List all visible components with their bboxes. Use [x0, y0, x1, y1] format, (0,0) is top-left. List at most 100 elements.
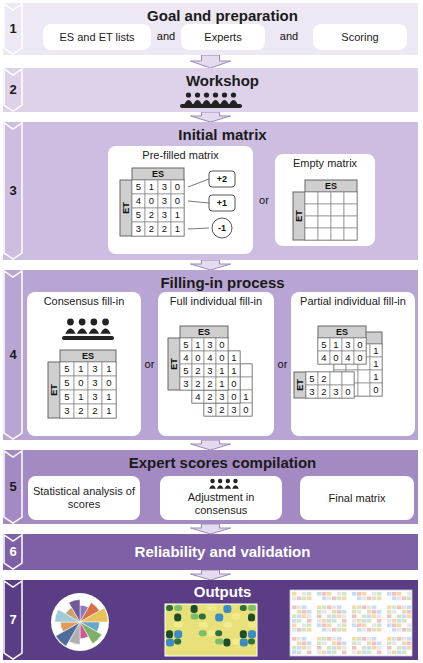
- matrix-axis: ES: [336, 328, 348, 337]
- matrix-value: 2: [321, 387, 326, 397]
- box-text: Statistical analysis of scores: [32, 485, 136, 511]
- matrix-value: 0: [175, 182, 180, 192]
- matrix-value: 0: [195, 353, 200, 363]
- matrix-axis: ET: [50, 384, 59, 396]
- matrix-axis: ET: [122, 202, 131, 214]
- matrix-value: 0: [231, 379, 236, 389]
- matrix-value: 0: [78, 378, 83, 388]
- step-number: 1: [9, 22, 16, 35]
- band-heading: Outputs: [27, 583, 418, 600]
- connector-word: or: [278, 359, 288, 370]
- matrix-value: 5: [183, 340, 188, 350]
- matrix-value: 2: [195, 366, 200, 376]
- matrix-value: 3: [333, 387, 338, 397]
- matrix-value: 3: [309, 387, 314, 397]
- matrix-value: 4: [321, 353, 326, 363]
- step-box: Final matrix: [300, 476, 414, 520]
- flow-arrow-shape: [191, 524, 231, 534]
- matrix-value: 1: [149, 182, 154, 192]
- matrix-value: 3: [162, 210, 167, 220]
- step-box: Pre-filled matrix: [108, 146, 253, 254]
- flow-arrow: [191, 55, 231, 68]
- matrix-value: 2: [321, 374, 326, 384]
- matrix-value: 3: [92, 364, 97, 374]
- matrix-axis: ET: [296, 379, 305, 391]
- box-text: Final matrix: [329, 492, 386, 505]
- matrix-value: 4: [183, 353, 188, 363]
- matrix-axis: ES: [152, 170, 164, 179]
- step-band: Workshop: [3, 68, 418, 112]
- flow-arrow-shape: [191, 55, 231, 68]
- matrix-value: 5: [309, 374, 314, 384]
- matrix-value: 1: [231, 353, 236, 363]
- matrix-value: 5: [64, 364, 69, 374]
- step-number: 6: [9, 545, 16, 558]
- matrix-value: 5: [183, 366, 188, 376]
- box-text: ES and ET lists: [60, 31, 135, 44]
- matrix-value: 3: [207, 405, 212, 415]
- matrix-value: 1: [106, 406, 111, 416]
- box-text: Empty matrix: [293, 157, 357, 170]
- box-text: Pre-filled matrix: [142, 149, 218, 162]
- flow-arrow-shape: [191, 260, 231, 270]
- box-text: Adjustment in consensus: [164, 491, 278, 517]
- matrix-value: 4: [195, 392, 200, 402]
- matrix-value: 3: [136, 224, 141, 234]
- matrix-value: 3: [183, 379, 188, 389]
- matrix-value: 3: [345, 340, 350, 350]
- box-text: Partial individual fill-in: [300, 295, 406, 308]
- matrix-value: 4: [207, 353, 212, 363]
- matrix-value: 5: [321, 340, 326, 350]
- flow-arrow-shape: [191, 570, 231, 580]
- step-band: Outputs: [3, 580, 418, 660]
- step-box: Consensus fill-in: [27, 292, 141, 436]
- matrix-value: 2: [207, 379, 212, 389]
- matrix-axis: ES: [198, 328, 210, 337]
- matrix-value: 0: [345, 387, 350, 397]
- matrix-value: 0: [357, 340, 362, 350]
- matrix-value: 0: [333, 353, 338, 363]
- matrix-value: 4: [345, 353, 350, 363]
- step-number: 4: [9, 348, 16, 361]
- matrix-value: 1: [195, 340, 200, 350]
- box-text: Experts: [204, 31, 241, 44]
- step-band: Expert scores compilationStatistical ana…: [3, 450, 418, 524]
- matrix-value: 1: [106, 392, 111, 402]
- step-box: Statistical analysis of scores: [28, 476, 140, 520]
- step-box: Empty matrix: [275, 154, 375, 246]
- matrix-value: 0: [357, 353, 362, 363]
- band-heading: Initial matrix: [27, 126, 418, 143]
- matrix-value: 1: [219, 366, 224, 376]
- matrix-value: 1: [231, 366, 236, 376]
- flow-arrow: [191, 440, 231, 450]
- matrix-value: 3: [207, 340, 212, 350]
- callout-number: +2: [217, 175, 227, 184]
- band-heading: Filling-in process: [27, 274, 418, 291]
- step-box: Scoring: [313, 24, 407, 50]
- matrix-value: 0: [106, 378, 111, 388]
- flow-arrow: [191, 570, 231, 580]
- callout-number: -1: [218, 224, 226, 233]
- callout-number: +1: [217, 199, 227, 208]
- matrix-value: 2: [149, 210, 154, 220]
- step-number: 3: [9, 184, 16, 197]
- step-band: Goal and preparation ES and ET lists Exper…: [3, 3, 418, 55]
- matrix-value: 3: [92, 392, 97, 402]
- step-band: Reliability and validation: [3, 534, 418, 570]
- band-heading: Goal and preparation: [27, 7, 418, 24]
- matrix-value: 0: [219, 340, 224, 350]
- step-box: Experts: [181, 24, 265, 50]
- matrix-value: 1: [243, 392, 248, 402]
- band-heading: Workshop: [27, 72, 418, 89]
- connector-word: and: [280, 31, 298, 42]
- matrix-value: 0: [231, 392, 236, 402]
- matrix-value: 2: [207, 392, 212, 402]
- matrix-value: 3: [219, 392, 224, 402]
- matrix-value: 3: [162, 196, 167, 206]
- matrix-value: 2: [92, 406, 97, 416]
- matrix-value: 1: [219, 379, 224, 389]
- matrix-value: 5: [64, 378, 69, 388]
- matrix-value: 1: [373, 359, 378, 369]
- matrix-value: 2: [162, 224, 167, 234]
- step-number: 7: [9, 613, 16, 626]
